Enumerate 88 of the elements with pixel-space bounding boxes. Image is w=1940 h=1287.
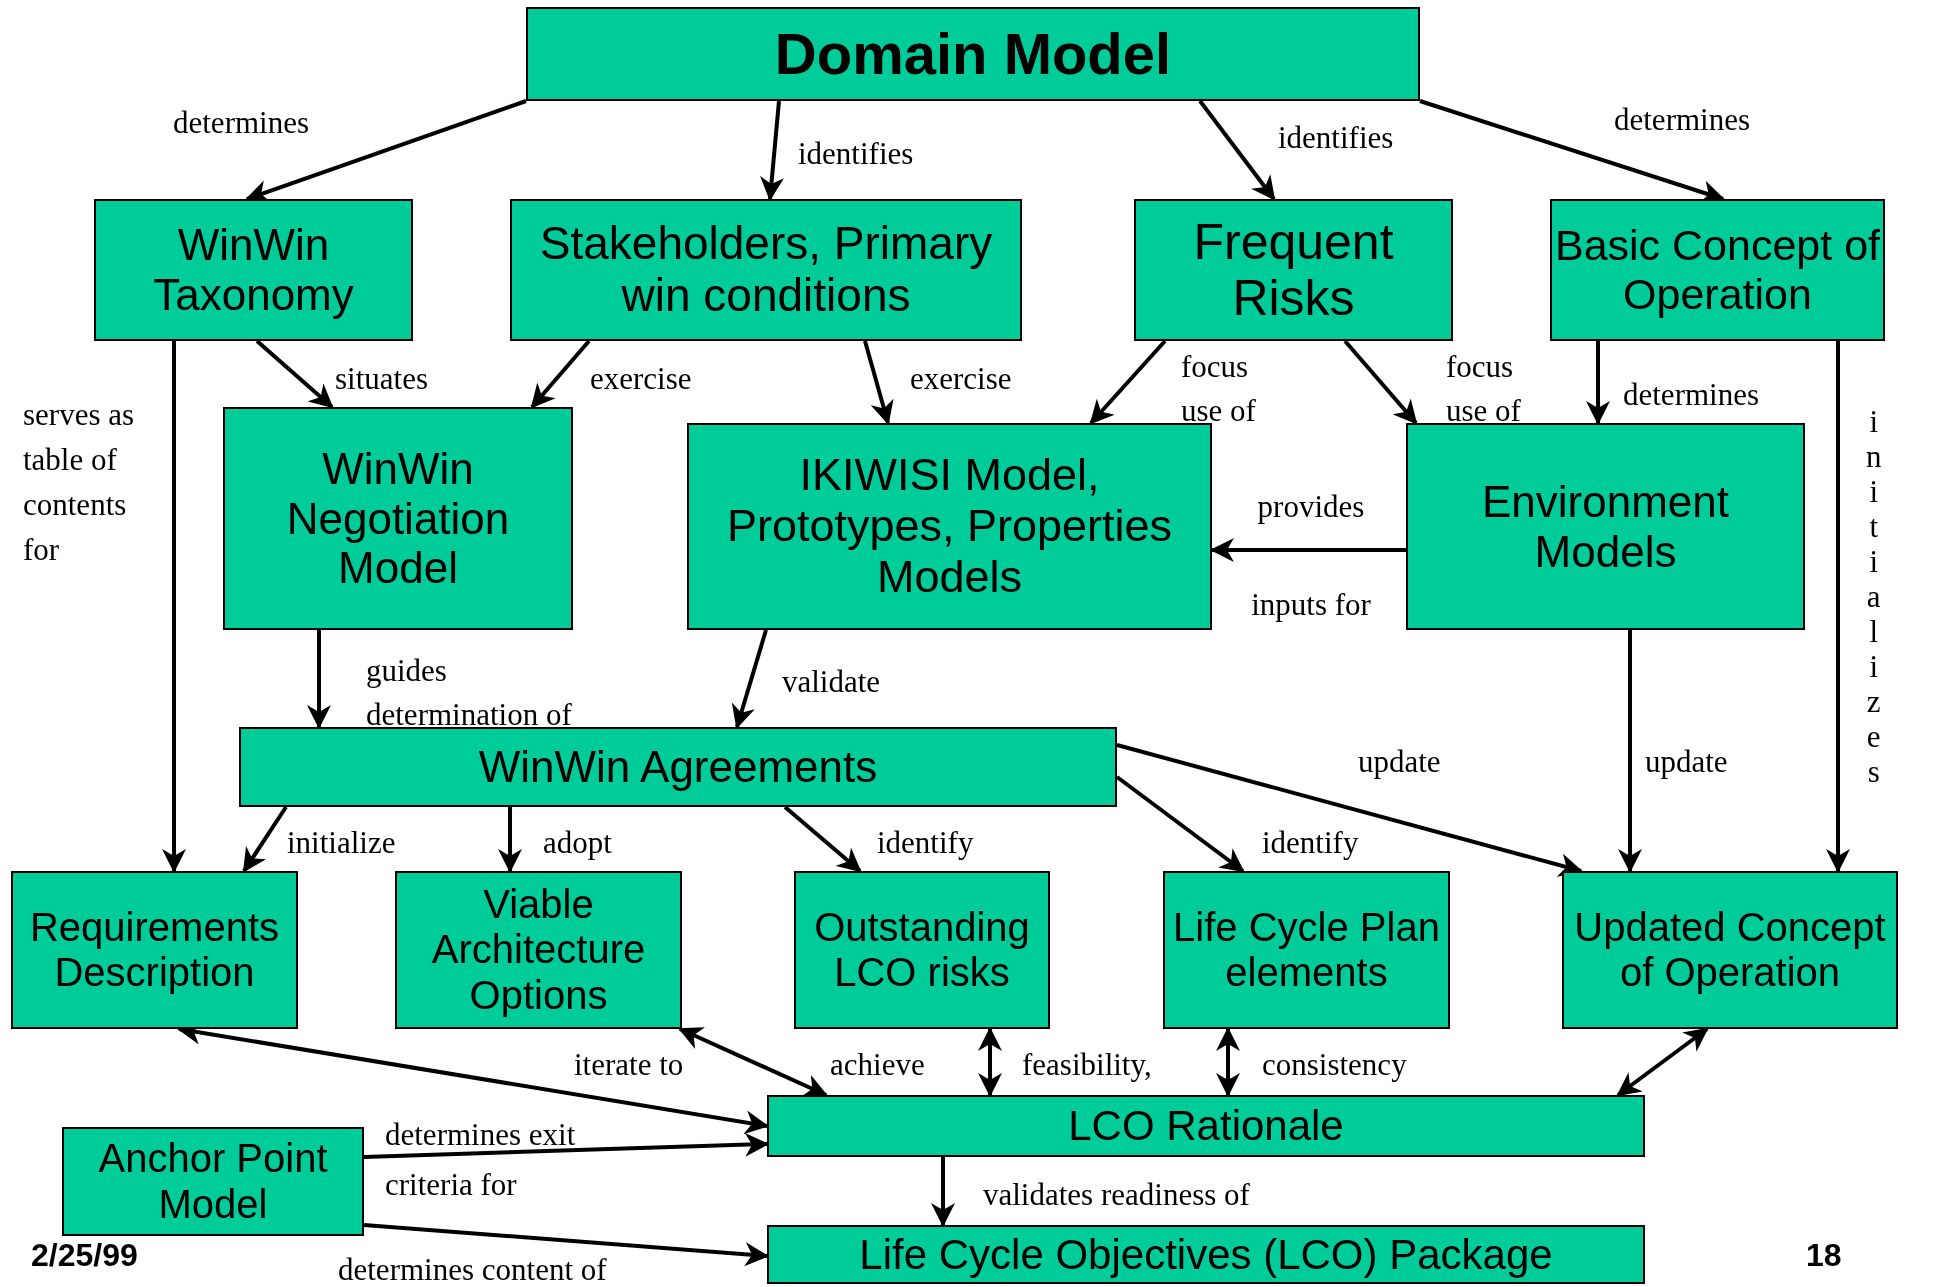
- node-text: Updated Concept of Operation: [1573, 904, 1887, 996]
- process-box: [223, 407, 573, 630]
- edge-label: adopt: [543, 825, 612, 861]
- arrow: [162, 341, 186, 873]
- node-text: WinWin Negotiation Model: [285, 443, 511, 594]
- edge-label: determines: [1623, 377, 1759, 413]
- arrow: [678, 1027, 828, 1097]
- arrow: [1343, 339, 1418, 425]
- process-box: [767, 1225, 1645, 1284]
- node-text: Anchor Point Model: [97, 1136, 329, 1227]
- edge-label: update: [1645, 744, 1728, 780]
- arrow: [363, 1223, 769, 1267]
- arrow: [1618, 630, 1642, 873]
- node-text: Outstanding LCO risks: [813, 904, 1031, 996]
- arrow: [863, 340, 894, 425]
- process-box: [1163, 871, 1450, 1029]
- node-text: IKIWISI Model, Prototypes, Properties Models: [725, 450, 1174, 603]
- edge-label: guides determination of: [366, 652, 573, 734]
- process-box: [62, 1127, 364, 1236]
- edge-label: identifies: [1278, 120, 1394, 156]
- edge-label: focus use of: [1446, 348, 1522, 430]
- node-text: Requirements Description: [29, 904, 280, 996]
- edge-label: focus use of: [1181, 348, 1257, 430]
- edge-label: iterate to: [574, 1047, 684, 1083]
- edge-label: identify: [1262, 825, 1359, 861]
- node-text: Life Cycle Objectives (LCO) Package: [859, 1230, 1553, 1279]
- edge-label: situates: [335, 361, 428, 397]
- node-text: LCO Rationale: [1068, 1102, 1344, 1150]
- node-text: Frequent Risks: [1192, 213, 1395, 327]
- node-text: WinWin Taxonomy: [152, 220, 355, 320]
- arrow: [1826, 341, 1850, 873]
- arrow: [1116, 743, 1583, 877]
- process-box: [767, 1095, 1645, 1157]
- edge-label: provides inputs for: [1250, 488, 1372, 624]
- process-box: [94, 199, 413, 341]
- page-number: 18: [1806, 1237, 1842, 1274]
- edge-label: identifies: [798, 136, 914, 172]
- process-box: [526, 7, 1420, 101]
- node-text: Basic Concept of Operation: [1553, 221, 1882, 319]
- process-box: [1406, 423, 1805, 630]
- date-text: 2/25/99: [31, 1237, 138, 1274]
- edge-label: validate: [782, 664, 881, 700]
- arrow: [1216, 1027, 1240, 1097]
- arrow: [1616, 1027, 1709, 1097]
- process-box: [1134, 199, 1453, 341]
- node-text: Life Cycle Plan elements: [1172, 904, 1441, 996]
- process-box: [510, 199, 1022, 341]
- arrow: [530, 339, 591, 409]
- edge-label: identify: [877, 825, 974, 861]
- arrow: [498, 807, 522, 873]
- arrow: [731, 629, 768, 729]
- arrow: [242, 805, 288, 873]
- node-text: WinWin Agreements: [478, 742, 878, 792]
- process-box: [1550, 199, 1885, 341]
- process-box: [794, 871, 1050, 1029]
- arrow: [307, 630, 331, 729]
- process-box: [395, 871, 682, 1029]
- process-box: [687, 423, 1212, 630]
- process-box: [1562, 871, 1898, 1029]
- edge-label: exercise: [590, 361, 692, 397]
- edge-label: validates readiness of: [983, 1177, 1250, 1213]
- arrow: [255, 339, 334, 409]
- edge-label: initialize: [287, 825, 396, 861]
- process-box: [239, 727, 1117, 807]
- edge-label: determines content of: [338, 1252, 607, 1287]
- edge-label: achieve: [830, 1047, 925, 1083]
- arrow: [978, 1027, 1002, 1097]
- node-text: Stakeholders, Primary win conditions: [538, 218, 994, 322]
- arrow: [1198, 99, 1276, 201]
- edge-label: serves as table of contents for: [23, 396, 136, 569]
- edge-label: feasibility,: [1022, 1047, 1152, 1083]
- edge-label: initializes: [1866, 404, 1882, 789]
- arrow: [1089, 339, 1167, 425]
- node-text: Viable Architecture Options: [430, 882, 647, 1018]
- process-box: [11, 871, 298, 1029]
- edge-label: determines: [173, 105, 309, 141]
- node-text: Domain Model: [774, 21, 1172, 87]
- edge-label: update: [1358, 744, 1441, 780]
- node-text: Environment Models: [1481, 476, 1730, 577]
- arrow: [783, 805, 862, 873]
- edge-label: exercise: [910, 361, 1012, 397]
- edge-label: determines exit criteria for: [385, 1116, 577, 1204]
- edge-label: consistency: [1262, 1047, 1407, 1083]
- arrow: [363, 1132, 769, 1159]
- arrow: [1586, 341, 1610, 425]
- arrow: [760, 100, 784, 201]
- arrow: [931, 1157, 955, 1227]
- edge-label: determines: [1614, 102, 1750, 138]
